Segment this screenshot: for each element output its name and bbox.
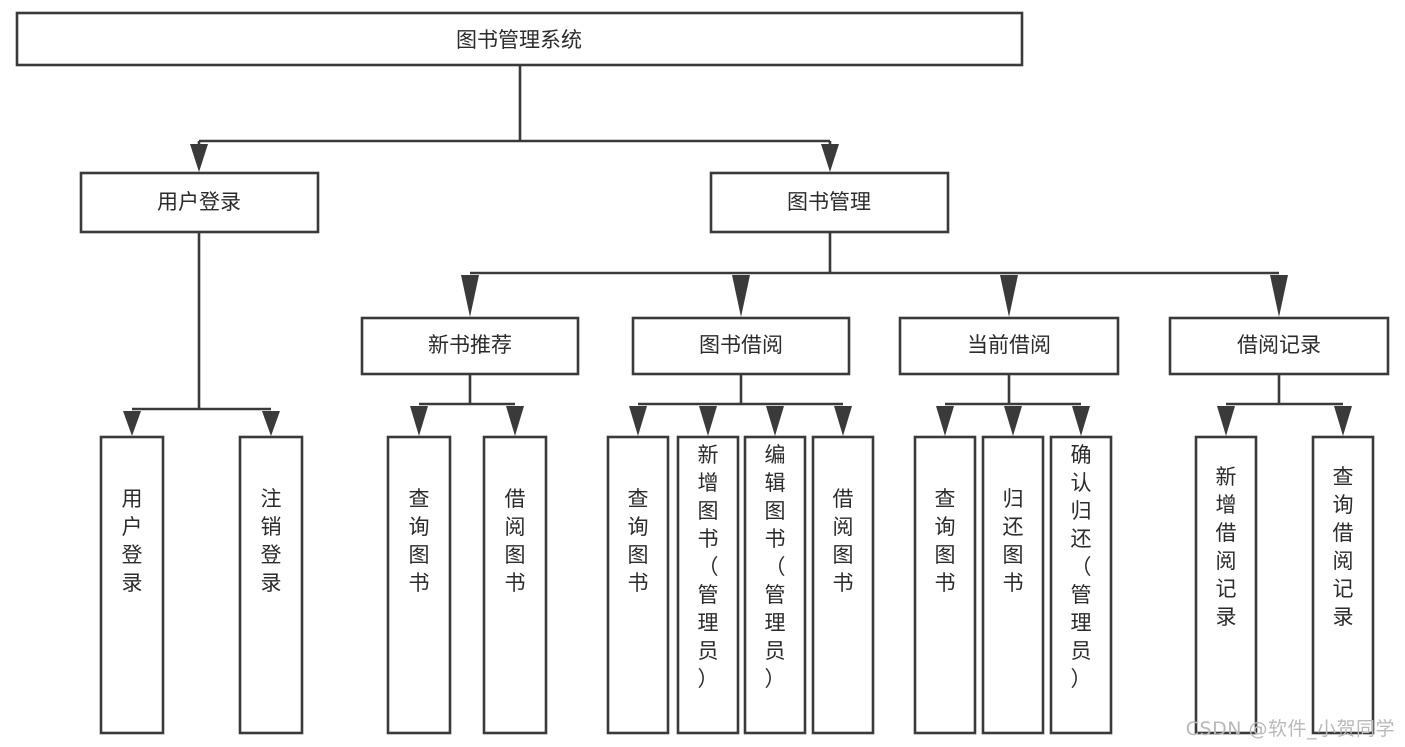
leaf-node-query-book-cb[interactable]: 查询图书	[913, 435, 977, 735]
arrow-head-leaf-user-login	[123, 411, 141, 436]
leaf-query-book-bb-label: 查询图书	[628, 487, 649, 595]
connector-group-userlogin-to-leaves	[123, 232, 280, 436]
leaf-query-book-cb-label: 查询图书	[935, 487, 956, 595]
leaf-confirm-return-label: 确认归还（管理员）	[1071, 443, 1092, 691]
leaf-node-query-record[interactable]: 查询借阅记录	[1311, 435, 1375, 735]
leaf-return-book-box[interactable]	[981, 435, 1045, 735]
arrow-head-leaf-add-book	[699, 406, 717, 436]
leaf-confirm-return-box[interactable]	[1049, 435, 1113, 735]
leaf-node-user-logout[interactable]: 注销登录	[238, 435, 304, 735]
leaf-query-book-bb-box[interactable]	[606, 435, 670, 735]
node-book-borrow-box[interactable]	[631, 316, 851, 376]
node-current-borrow-label: 当前借阅	[967, 333, 1051, 357]
arrow-head-leaf-borrow-book-rec	[506, 406, 524, 436]
leaf-return-book-label: 归还图书	[1003, 487, 1024, 595]
node-new-book-rec-box[interactable]	[360, 316, 580, 376]
leaf-query-book-cb-box[interactable]	[913, 435, 977, 735]
node-book-borrow[interactable]: 图书借阅	[631, 316, 851, 376]
leaf-user-logout-label: 注销登录	[261, 487, 282, 595]
arrow-head-new-book-rec	[461, 275, 479, 317]
arrow-head-leaf-query-record	[1334, 406, 1352, 436]
node-root-label: 图书管理系统	[456, 28, 582, 52]
node-borrow-record-label: 借阅记录	[1237, 333, 1321, 357]
arrow-head-leaf-return-book	[1004, 406, 1022, 436]
leaf-node-borrow-book-bb[interactable]: 借阅图书	[811, 435, 875, 735]
leaf-node-confirm-return[interactable]: 确认归还（管理员）	[1049, 435, 1113, 735]
leaf-borrow-book-rec-label: 借阅图书	[505, 487, 526, 595]
leaf-node-add-record[interactable]: 新增借阅记录	[1194, 435, 1258, 735]
arrow-head-borrow-record	[1270, 275, 1288, 317]
node-book-manage-box[interactable]	[709, 171, 950, 234]
node-root[interactable]: 图书管理系统	[15, 11, 1024, 67]
leaf-node-edit-book[interactable]: 编辑图书（管理员）	[743, 435, 807, 735]
node-book-manage-label: 图书管理	[787, 190, 871, 214]
connector-group-root-to-level2	[190, 65, 839, 172]
leaf-user-login-box[interactable]	[99, 435, 165, 735]
leaf-user-logout-box[interactable]	[238, 435, 304, 735]
connector-group-newbookrec-to-leaves	[410, 374, 524, 436]
leaf-node-add-book[interactable]: 新增图书（管理员）	[676, 435, 740, 735]
arrow-head-leaf-confirm-return	[1072, 406, 1090, 436]
leaf-node-user-login[interactable]: 用户登录	[99, 435, 165, 735]
node-book-borrow-label: 图书借阅	[699, 333, 783, 357]
arrow-head-leaf-user-logout	[262, 411, 280, 436]
arrow-head-book-manage	[821, 144, 839, 172]
node-new-book-rec[interactable]: 新书推荐	[360, 316, 580, 376]
leaf-borrow-book-bb-box[interactable]	[811, 435, 875, 735]
leaf-node-query-book-bb[interactable]: 查询图书	[606, 435, 670, 735]
leaf-query-book-rec-box[interactable]	[386, 435, 452, 735]
connector-group-bookmanage-to-level3	[461, 232, 1288, 317]
arrow-head-user-login	[190, 144, 208, 172]
node-user-login-label: 用户登录	[157, 190, 241, 214]
leaf-add-record-box[interactable]	[1194, 435, 1258, 735]
connector-group-bookborrow-to-leaves	[629, 374, 852, 436]
arrow-head-leaf-edit-book	[766, 406, 784, 436]
leaf-node-borrow-book-rec[interactable]: 借阅图书	[482, 435, 548, 735]
leaf-node-return-book[interactable]: 归还图书	[981, 435, 1045, 735]
arrow-head-leaf-query-book-rec	[410, 406, 428, 436]
node-current-borrow-box[interactable]	[898, 316, 1120, 376]
leaf-borrow-book-rec-box[interactable]	[482, 435, 548, 735]
leaf-edit-book-label: 编辑图书（管理员）	[765, 443, 786, 691]
leaf-query-record-label: 查询借阅记录	[1333, 465, 1354, 629]
leaf-add-record-label: 新增借阅记录	[1216, 465, 1237, 629]
node-root-box[interactable]	[15, 11, 1024, 67]
leaf-user-login-label: 用户登录	[122, 487, 143, 595]
leaf-query-book-rec-label: 查询图书	[409, 487, 430, 595]
arrow-head-leaf-query-book-bb	[629, 406, 647, 436]
node-current-borrow[interactable]: 当前借阅	[898, 316, 1120, 376]
leaf-add-book-label: 新增图书（管理员）	[698, 443, 719, 691]
node-user-login-box[interactable]	[79, 171, 320, 234]
node-borrow-record[interactable]: 借阅记录	[1168, 316, 1390, 376]
leaf-node-query-book-rec[interactable]: 查询图书	[386, 435, 452, 735]
leaf-query-record-box[interactable]	[1311, 435, 1375, 735]
node-new-book-rec-label: 新书推荐	[428, 333, 512, 357]
connector-group-currentborrow-to-leaves	[936, 374, 1090, 436]
arrow-head-leaf-borrow-book-bb	[834, 406, 852, 436]
leaf-borrow-book-bb-label: 借阅图书	[833, 487, 854, 595]
node-borrow-record-box[interactable]	[1168, 316, 1390, 376]
node-book-manage[interactable]: 图书管理	[709, 171, 950, 234]
arrow-head-leaf-add-record	[1217, 406, 1235, 436]
arrow-head-current-borrow	[1000, 275, 1018, 317]
csdn-watermark: CSDN @软件_小贺同学	[1185, 718, 1395, 740]
leaf-add-book-box[interactable]	[676, 435, 740, 735]
connector-group-borrowrecord-to-leaves	[1217, 374, 1352, 436]
arrow-head-book-borrow	[732, 275, 750, 317]
node-user-login[interactable]: 用户登录	[79, 171, 320, 234]
leaf-edit-book-box[interactable]	[743, 435, 807, 735]
arrow-head-leaf-query-book-cb	[936, 406, 954, 436]
